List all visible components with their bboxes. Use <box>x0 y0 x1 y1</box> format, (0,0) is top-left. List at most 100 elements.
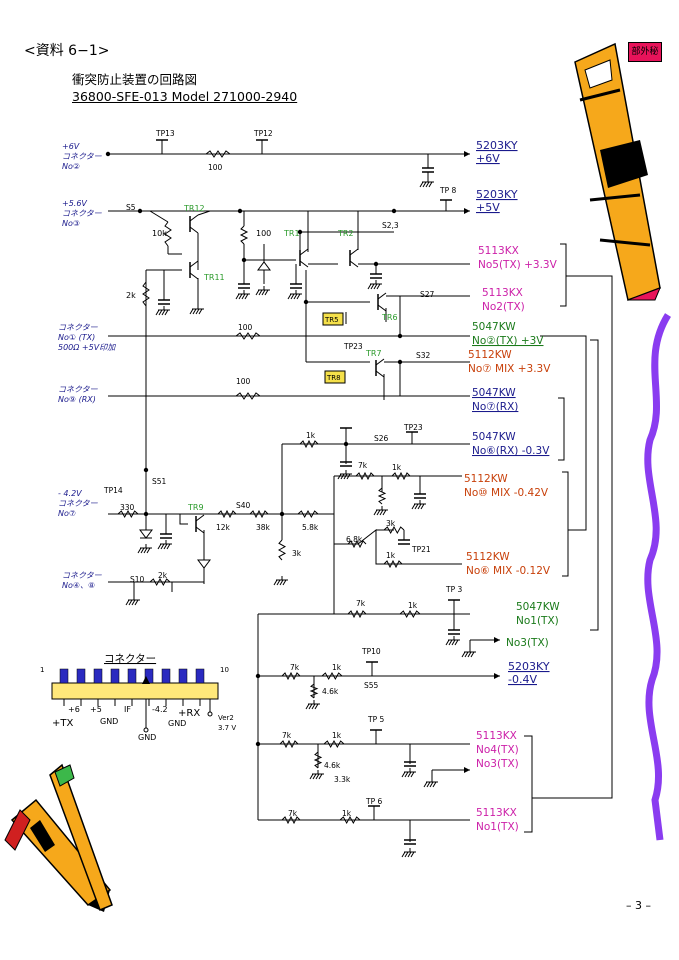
ground-symbol <box>312 773 317 780</box>
left-label-plus6v-line: コネクター <box>62 152 103 161</box>
resistor <box>149 577 171 587</box>
right-label-5113-no1-line: 5113KX <box>476 807 517 819</box>
right-label-5047-no6-line: No⑥(RX) -0.3V <box>472 445 550 457</box>
wire <box>532 275 613 799</box>
resistor <box>321 671 343 681</box>
ground-symbol <box>315 773 320 780</box>
component-tp3: TP 3 <box>445 585 462 594</box>
ground-symbol <box>290 293 295 300</box>
ground-symbol <box>370 283 375 290</box>
ground-symbol <box>146 547 151 554</box>
ground-symbol <box>241 293 246 300</box>
diagram-model: 36800-SFE-013 Model 271000-2940 <box>72 89 298 104</box>
ground-symbol <box>454 639 459 646</box>
component-s26: S26 <box>374 434 389 443</box>
wire <box>149 210 169 223</box>
left-label-no48-line: コネクター <box>62 571 103 580</box>
component-tp6: TP 6 <box>365 797 382 806</box>
component-r2kb: 2k <box>158 571 168 580</box>
left-label-plus6v-line: +6V <box>62 142 80 151</box>
connector-pin <box>59 668 69 684</box>
ground-symbol <box>428 181 433 188</box>
connector-pin-label: +5 <box>90 705 102 714</box>
transistor <box>349 248 359 256</box>
transistor-tr9: TR9 <box>187 503 204 512</box>
ground-symbol <box>318 773 323 780</box>
ground-symbol <box>411 503 416 510</box>
junction-dot <box>255 673 261 679</box>
connector-pin <box>93 668 103 684</box>
resistor <box>391 471 411 481</box>
ground-symbol <box>410 771 415 778</box>
left-label-minus42v-line: - 4.2V <box>58 489 82 498</box>
ground-symbol <box>287 293 292 300</box>
resistor <box>217 509 237 519</box>
connector-pin-label: +6 <box>68 705 80 714</box>
junction-dot <box>255 741 261 747</box>
ground-symbol <box>192 308 197 315</box>
ground-symbol <box>376 509 381 516</box>
component-r3k: 3k <box>292 549 302 558</box>
component-s27: S27 <box>420 290 435 299</box>
right-label-5047-no1-line: No1(TX) <box>516 615 559 627</box>
pencil-illustration-bottom <box>4 763 113 912</box>
junction-dot <box>237 208 243 214</box>
resistor <box>142 281 150 307</box>
ground-symbol <box>470 651 475 658</box>
right-label-5112-no7-line: 5112KW <box>468 349 512 361</box>
ground-symbol <box>373 509 378 516</box>
connector-terminal <box>143 727 149 733</box>
right-label-5113-no1-line: No1(TX) <box>476 821 519 833</box>
left-label-no1tx-line: コネクター <box>58 323 99 332</box>
component-r7kd: 7k <box>282 731 292 740</box>
right-label-5112-no10-line: 5112KW <box>464 473 508 485</box>
ground-symbol <box>140 547 145 554</box>
component-s5: S5 <box>126 203 136 212</box>
resistor <box>281 815 301 825</box>
component-tp14: TP14 <box>103 486 123 495</box>
arrow-head <box>464 151 470 157</box>
left-label-plus6v-line: No② <box>62 162 80 171</box>
connector-pin-label: +RX <box>178 708 200 719</box>
ground-symbol <box>143 547 148 554</box>
resistor <box>297 509 319 519</box>
transistor <box>189 272 199 280</box>
junction-dot <box>343 441 349 447</box>
wire <box>558 397 565 461</box>
ground-symbol <box>414 503 419 510</box>
resistor <box>347 539 367 549</box>
connector-body <box>51 682 219 700</box>
junction-dot <box>143 511 149 517</box>
ground-symbol <box>258 289 263 296</box>
component-r38k: 38k <box>256 523 271 532</box>
resistor <box>399 609 421 619</box>
tr5-box-label: TR5 <box>324 316 339 324</box>
component-s23: S2,3 <box>382 221 399 230</box>
ground-symbol <box>426 781 431 788</box>
ground-symbol <box>451 639 456 646</box>
connector-pin <box>195 668 205 684</box>
ground-symbol <box>461 651 466 658</box>
transistor-tr1: TR1 <box>283 229 300 238</box>
ground-symbol <box>261 289 266 296</box>
left-label-plus56v-line: No③ <box>62 219 80 228</box>
junction-dot <box>303 299 309 305</box>
ground-symbol <box>464 651 469 658</box>
junction-dot <box>143 467 149 473</box>
connector-pin-label: +TX <box>52 718 73 729</box>
left-label-plus56v-line: +5.6V <box>62 199 87 208</box>
tr8-box-label: TR8 <box>326 374 341 382</box>
ground-symbol <box>293 293 298 300</box>
resistor <box>299 439 319 449</box>
ground-symbol <box>137 547 142 554</box>
component-r100a: 100 <box>208 163 223 172</box>
resistor <box>235 332 261 340</box>
wire <box>540 335 587 531</box>
component-r33k: 3.3k <box>334 775 351 784</box>
ground-symbol <box>379 509 384 516</box>
ground-symbol <box>373 283 378 290</box>
component-tp10: TP10 <box>361 647 381 656</box>
component-r46ka: 4.6k <box>322 687 339 696</box>
ground-symbol <box>382 509 387 516</box>
junction-dot <box>279 511 285 517</box>
